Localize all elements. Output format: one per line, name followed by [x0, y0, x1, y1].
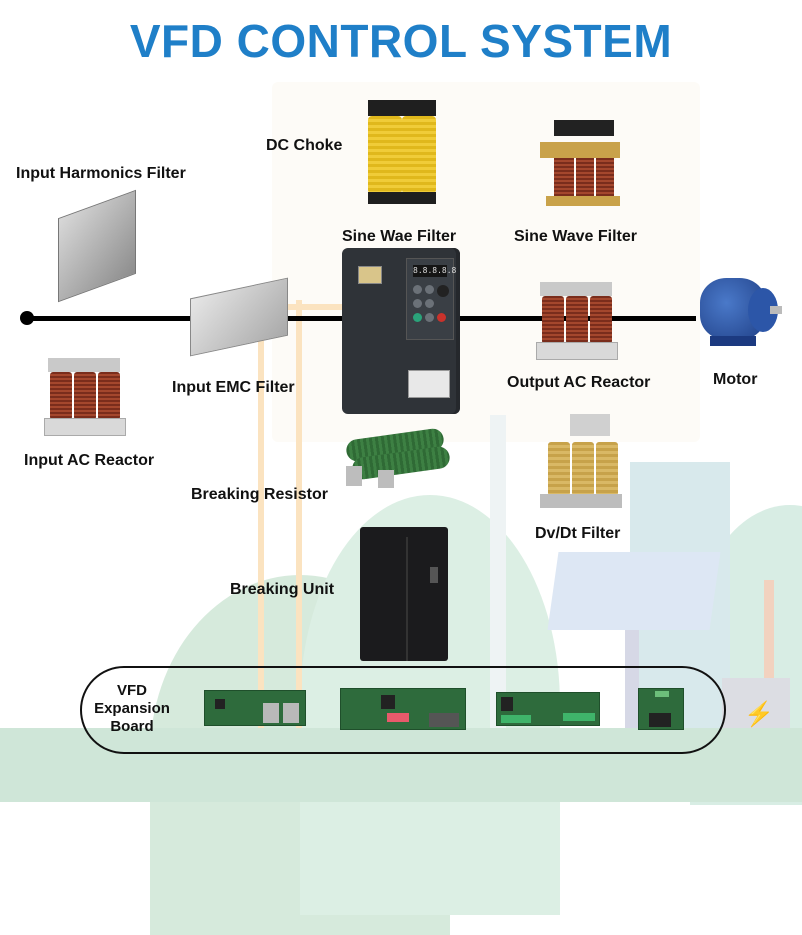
vfd-drive-image: 8.8.8.8.8 — [342, 248, 460, 414]
power-source-dot — [20, 311, 34, 325]
background-tower — [296, 300, 302, 740]
expansion-board-label-line: VFD — [117, 682, 147, 699]
background-tree — [764, 580, 774, 680]
vfd-keypad: 8.8.8.8.8 — [406, 258, 457, 340]
background-column — [490, 415, 506, 755]
brand-logo — [358, 266, 382, 284]
output-ac-reactor-label: Output AC Reactor — [507, 374, 651, 391]
input-harmonics-filter-label: Input Harmonics Filter — [16, 165, 186, 182]
sine-wave-filter-left-label: Sine Wae Filter — [342, 228, 457, 245]
dc-choke-label: DC Choke — [266, 137, 343, 154]
dv-dt-filter-label: Dv/Dt Filter — [535, 525, 621, 542]
background-tower — [258, 304, 346, 310]
lightning-icon: ⚡ — [744, 701, 774, 728]
breaking-resistor-image — [340, 422, 452, 488]
breaking-unit-label: Breaking Unit — [230, 581, 335, 598]
breaking-unit-image — [360, 527, 448, 661]
dv-dt-filter-image — [540, 414, 622, 510]
ethernet-expansion-board — [204, 690, 306, 726]
input-harmonics-filter-image — [58, 189, 136, 303]
motor-label: Motor — [713, 371, 758, 388]
io-expansion-board — [496, 692, 600, 726]
input-ac-reactor-label: Input AC Reactor — [24, 452, 155, 469]
expansion-board-label-line: Expansion — [94, 700, 170, 717]
expansion-board-group — [80, 666, 726, 754]
compact-expansion-board — [638, 688, 684, 730]
page-title: VFD CONTROL SYSTEM — [129, 15, 673, 67]
input-ac-reactor-image — [44, 358, 126, 438]
sine-wave-filter-image — [540, 120, 620, 212]
warning-label — [408, 370, 450, 398]
expansion-board-label: VFD Expansion Board — [92, 682, 172, 736]
breaking-resistor-label: Breaking Resistor — [191, 486, 328, 503]
dc-choke-image — [364, 100, 440, 206]
output-ac-reactor-image — [536, 282, 618, 362]
serial-expansion-board — [340, 688, 466, 730]
vfd-display: 8.8.8.8.8 — [413, 265, 457, 277]
input-emc-filter-label: Input EMC Filter — [172, 379, 295, 396]
background-solar-pole — [625, 630, 639, 730]
sine-wave-filter-right-label: Sine Wave Filter — [514, 228, 637, 245]
background-ground — [0, 728, 802, 802]
motor-image — [696, 272, 784, 354]
background-solar-panel — [547, 552, 721, 630]
background-tower — [258, 300, 264, 740]
expansion-board-label-line: Board — [110, 718, 154, 735]
